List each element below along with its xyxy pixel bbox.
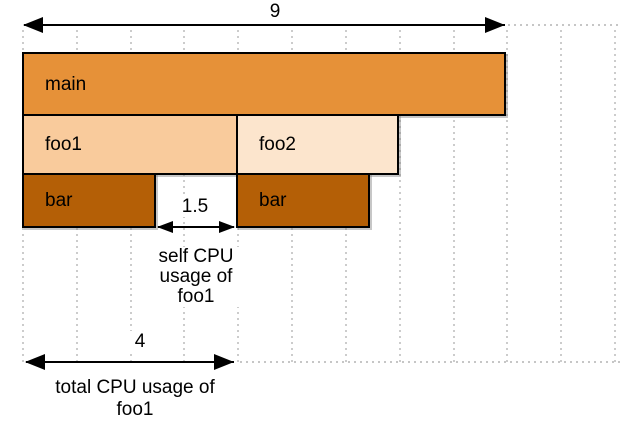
total-usage-label: 4 bbox=[122, 331, 158, 352]
total-usage-arrow bbox=[26, 361, 234, 363]
caption-line: usage of bbox=[159, 266, 233, 287]
arrowhead-left-icon bbox=[157, 221, 173, 233]
frame-bar-under-foo1: bar bbox=[22, 173, 156, 228]
caption-line: foo1 bbox=[116, 399, 154, 420]
frame-label: main bbox=[45, 73, 87, 95]
frame-label: foo2 bbox=[259, 134, 296, 155]
frame-foo2: foo2 bbox=[236, 114, 399, 175]
total-usage-caption: total CPU usage of foo1 bbox=[28, 377, 242, 421]
arrowhead-right-icon bbox=[219, 221, 235, 233]
bottom-dotted-extension bbox=[240, 361, 622, 363]
frame-foo1: foo1 bbox=[22, 114, 238, 175]
gridline bbox=[453, 30, 455, 362]
frame-label: bar bbox=[259, 190, 287, 211]
self-usage-label: 1.5 bbox=[170, 196, 220, 217]
arrowhead-right-icon bbox=[214, 354, 234, 370]
gridline bbox=[506, 30, 508, 362]
program-total-arrow bbox=[24, 24, 505, 26]
self-usage-caption: self CPU usage of foo1 bbox=[137, 247, 255, 307]
frame-main: main bbox=[22, 52, 506, 116]
gridline bbox=[560, 30, 562, 362]
arrowhead-right-icon bbox=[485, 17, 505, 33]
arrowhead-left-icon bbox=[23, 17, 43, 33]
frame-bar-under-foo2: bar bbox=[236, 173, 370, 228]
frame-label: foo1 bbox=[45, 134, 82, 155]
arrowhead-left-icon bbox=[25, 354, 45, 370]
gridline bbox=[614, 30, 616, 362]
gridline bbox=[399, 30, 401, 362]
caption-line: self CPU bbox=[158, 246, 234, 267]
top-dotted-extension bbox=[508, 24, 622, 26]
self-usage-arrow bbox=[158, 226, 234, 228]
caption-line: foo1 bbox=[177, 286, 215, 307]
frame-label: bar bbox=[45, 190, 73, 211]
caption-line: total CPU usage of bbox=[55, 377, 215, 398]
program-total-label: 9 bbox=[255, 1, 295, 22]
